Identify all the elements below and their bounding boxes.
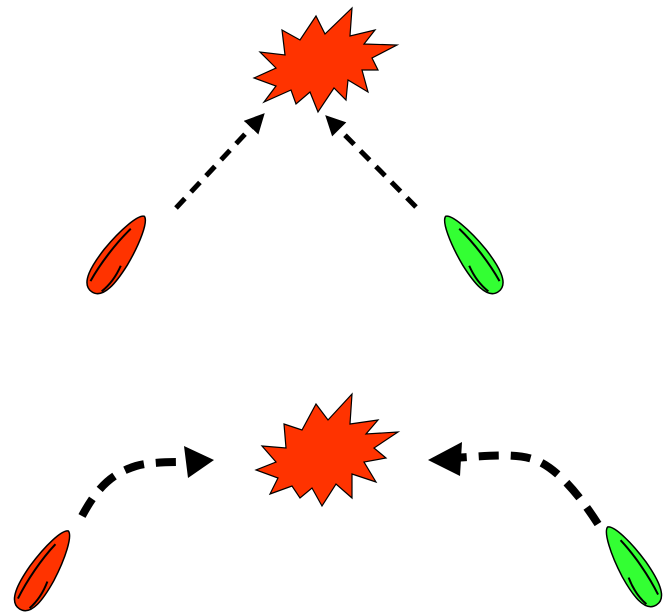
- explosion-icon: [256, 394, 398, 506]
- red-vehicle-icon: [80, 208, 156, 300]
- scene-bottom: [8, 394, 665, 612]
- green-vehicle-icon: [596, 519, 665, 612]
- green-vehicle-arrowhead: [428, 442, 462, 476]
- red-vehicle-icon: [8, 523, 81, 612]
- scene-top: [80, 8, 510, 300]
- red-vehicle-arrowhead: [184, 446, 214, 478]
- red-vehicle-path-arrow: [82, 462, 190, 516]
- explosion-icon: [254, 8, 397, 112]
- red-vehicle-path-arrow: [176, 116, 262, 208]
- green-vehicle-icon: [434, 208, 510, 300]
- green-vehicle-path-arrow: [452, 456, 598, 525]
- green-vehicle-path-arrow: [328, 118, 416, 207]
